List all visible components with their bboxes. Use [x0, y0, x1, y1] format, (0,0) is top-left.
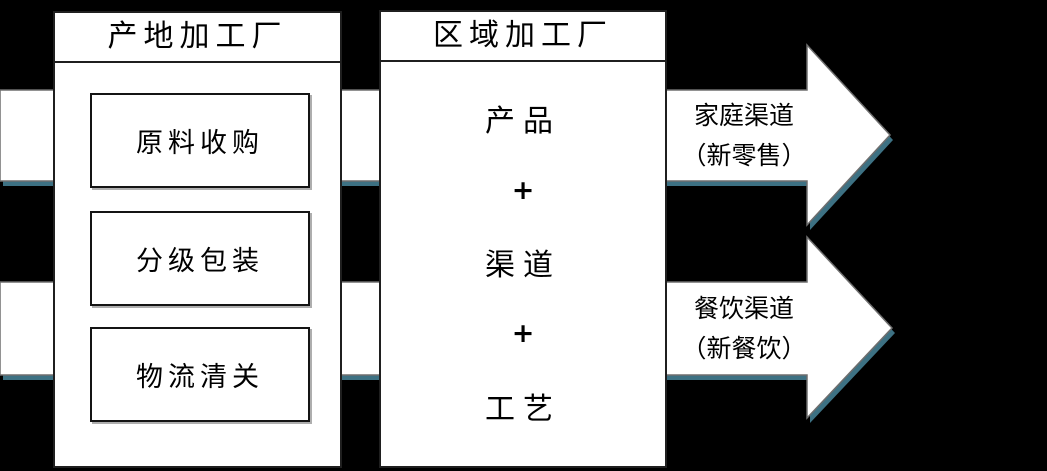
regional-plant-panel: 区域加工厂 产品 + 渠道 + 工艺	[379, 10, 667, 468]
catering-channel-label-line1: 餐饮渠道	[693, 294, 794, 323]
plus-icon: +	[511, 174, 535, 206]
home-channel-label-line1: 家庭渠道	[693, 101, 794, 130]
catering-channel-label-line2: （新餐饮）	[681, 334, 807, 363]
home-channel-label: 家庭渠道 （新零售）	[668, 96, 820, 176]
step-box-grading-packaging: 分级包装	[90, 211, 310, 306]
step-box-logistics-customs: 物流清关	[90, 327, 310, 422]
home-channel-label-line2: （新零售）	[681, 141, 807, 170]
plus-icon: +	[511, 318, 535, 350]
origin-plant-panel: 产地加工厂 原料收购 分级包装 物流清关	[53, 11, 342, 468]
step-box-raw-material: 原料收购	[90, 93, 310, 188]
formula-product: 产品	[485, 104, 561, 140]
formula-craft: 工艺	[485, 391, 561, 427]
catering-channel-label: 餐饮渠道 （新餐饮）	[668, 289, 820, 369]
origin-plant-title: 产地加工厂	[55, 13, 340, 63]
formula-channel: 渠道	[485, 247, 561, 283]
step-label: 分级包装	[136, 246, 264, 277]
regional-plant-title: 区域加工厂	[381, 12, 665, 62]
formula-column: 产品 + 渠道 + 工艺	[381, 62, 665, 462]
step-label: 原料收购	[136, 128, 264, 159]
step-label: 物流清关	[136, 362, 264, 393]
